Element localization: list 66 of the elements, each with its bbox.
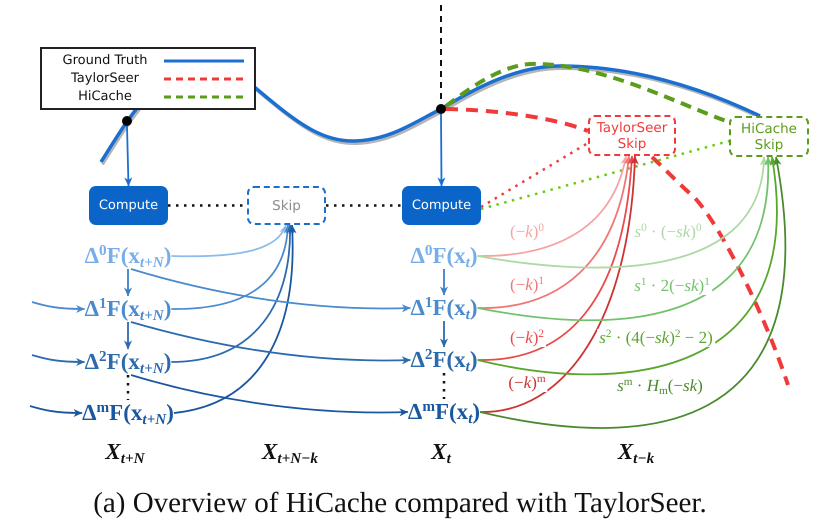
process-label: Compute	[412, 197, 472, 214]
legend-label: HiCache	[78, 88, 132, 106]
arrow	[30, 405, 83, 417]
process-box	[89, 186, 168, 225]
timestep-label: X$_{t+N}$	[105, 439, 145, 465]
skip-box	[729, 116, 809, 157]
edge-label: s$^{0}$ · (−sk)$^{0}$	[632, 223, 704, 241]
process-label: Compute	[98, 197, 158, 214]
arrow	[124, 322, 132, 350]
arrow	[477, 156, 772, 321]
arrow	[130, 321, 411, 364]
formula-text: Δ$^{2}$F(x$_{t+N}$)	[84, 349, 172, 375]
arrow	[124, 269, 132, 296]
legend-label: TaylorSeer	[71, 70, 139, 88]
arrow	[32, 354, 86, 366]
edge-label: (−k)$^{1}$	[508, 276, 546, 294]
edge-label: (−k)$^{2}$	[508, 329, 546, 347]
arrow	[171, 224, 292, 310]
edge-label: s$^{1}$ · 2(−sk)$^{1}$	[632, 277, 712, 295]
arrow	[130, 268, 411, 312]
skip-label: HiCache Skip	[740, 120, 798, 152]
arrow	[480, 156, 638, 413]
formula-text: Δ$^{1}$F(x$_{t}$)	[410, 295, 478, 321]
curve-point-icon	[436, 104, 446, 114]
arrow	[478, 156, 632, 309]
dotted-line	[480, 142, 589, 208]
arrow	[478, 156, 636, 361]
timestep-label: X$_{t}$	[431, 439, 451, 465]
skip-label: TaylorSeer Skip	[596, 120, 668, 152]
timestep-label: X$_{t−k}$	[618, 439, 654, 465]
dotted-line	[442, 373, 446, 399]
arrow	[171, 224, 294, 363]
edge-label: s$^{2}$ · (4(−sk)$^{2}$ − 2)	[597, 329, 715, 347]
skip-box	[247, 186, 326, 225]
dotted-line	[480, 140, 730, 210]
arrow	[440, 269, 448, 296]
arrow	[477, 156, 778, 376]
arrow	[437, 114, 446, 186]
arrow	[130, 374, 408, 416]
skip-box	[588, 115, 676, 156]
process-box	[402, 186, 481, 225]
formula-text: Δ$^{0}$F(x$_{t+N}$)	[84, 243, 172, 269]
formula-text: Δ$^{1}$F(x$_{t+N}$)	[84, 296, 172, 322]
arrow	[124, 126, 132, 186]
arrow	[32, 301, 86, 313]
edge-label: s$^{m}$ · H$_{m}$(−sk)	[615, 377, 705, 395]
dotted-line	[326, 204, 402, 207]
skip-label: Skip	[272, 198, 301, 214]
curve-point-icon	[122, 116, 132, 126]
arrow	[477, 156, 767, 268]
dashed-curve	[446, 107, 589, 133]
dotted-line	[126, 375, 130, 400]
formula-text: Δ$^{m}$F(x$_{t+N}$)	[82, 400, 174, 426]
edge-label: (−k)$^{0}$	[508, 223, 546, 241]
arrow	[480, 156, 786, 429]
edge-label: (−k)$^{m}$	[506, 374, 548, 392]
legend-label: Ground Truth	[62, 52, 148, 70]
timestep-label: X$_{t+N−k}$	[262, 439, 318, 465]
arrow	[440, 321, 448, 348]
arrow	[171, 224, 287, 258]
arrow	[478, 156, 628, 257]
formula-text: Δ$^{m}$F(x$_{t}$)	[408, 399, 480, 425]
figure-caption: (a) Overview of HiCache compared with TaylorSeer.	[93, 487, 707, 519]
formula-text: Δ$^{0}$F(x$_{t}$)	[410, 243, 478, 269]
formula-text: Δ$^{2}$F(x$_{t}$)	[410, 347, 478, 373]
arrow	[174, 224, 296, 414]
